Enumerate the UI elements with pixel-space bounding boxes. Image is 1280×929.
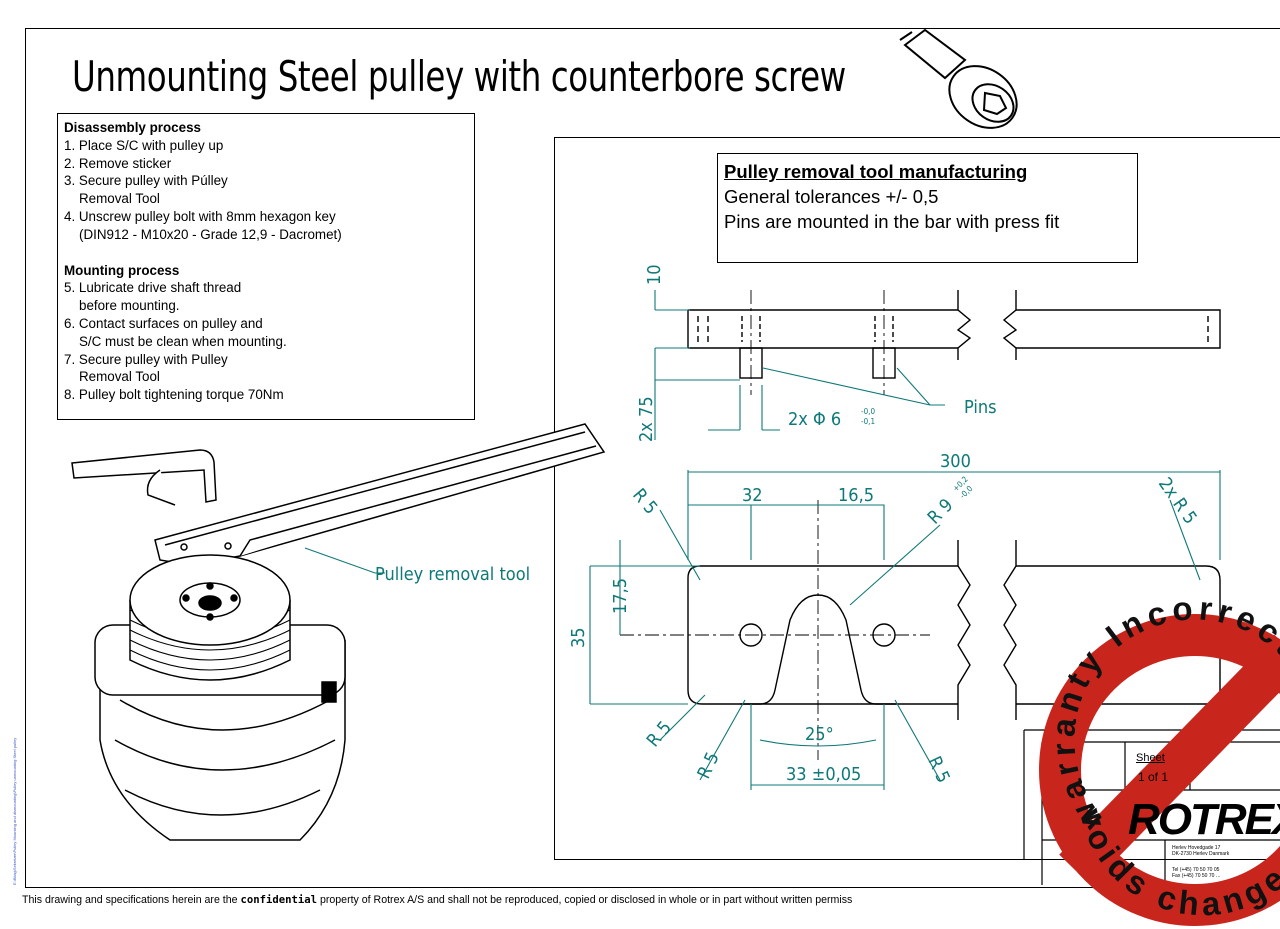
company-address: Herlev Hovedgade 17 DK-2730 Herlev Danma… bbox=[1172, 845, 1230, 857]
tool-drawing-panel bbox=[554, 137, 1280, 860]
dim-32: 32 bbox=[742, 485, 763, 506]
dim-r5-top-left: R 5 bbox=[628, 485, 661, 519]
mounting-step: 5. Lubricate drive shaft thread bbox=[64, 280, 242, 296]
mounting-step: 7. Secure pulley with Pulley bbox=[64, 351, 228, 367]
manufacturing-heading: Pulley removal tool manufacturing bbox=[724, 161, 1028, 182]
mounting-step: 8. Pulley bolt tightening torque 70Nm bbox=[64, 387, 284, 403]
dim-width-17-5: 17,5 bbox=[610, 578, 631, 614]
dim-width-35: 35 bbox=[568, 627, 589, 648]
drawing-frame bbox=[25, 28, 1280, 888]
mounting-step: before mounting. bbox=[79, 298, 180, 314]
dim-33: 33 ±0,05 bbox=[786, 764, 861, 785]
rotrex-logo: ROTREX bbox=[1128, 795, 1280, 844]
supercharger-illustration bbox=[94, 554, 346, 841]
removal-tool-illustration bbox=[154, 423, 606, 566]
dim-length-300: 300 bbox=[940, 451, 971, 472]
dim-pin-tol-lower: -0,1 bbox=[861, 417, 875, 426]
dim-r5-bottom-mid: R 5 bbox=[693, 749, 723, 782]
counterbore-screw-illustration bbox=[899, 28, 1018, 129]
disassembly-step: 1. Place S/C with pulley up bbox=[64, 137, 224, 153]
dim-pin-tol-upper: -0,0 bbox=[861, 407, 875, 416]
dim-height-75: 2x 75 bbox=[636, 396, 657, 442]
manufacturing-notes: Pulley removal tool manufacturing Genera… bbox=[717, 153, 1138, 263]
tolerance-note: General tolerances +/- 0,5 bbox=[724, 186, 939, 207]
dim-r9: R 9 bbox=[924, 495, 958, 529]
sheet-value: 1 of 1 bbox=[1138, 770, 1169, 784]
disassembly-step: 4. Unscrew pulley bolt with 8mm hexagon … bbox=[64, 208, 336, 224]
dim-r5-bottom-left: R 5 bbox=[643, 717, 676, 751]
disassembly-step: Removal Tool bbox=[79, 191, 160, 207]
process-instructions: Disassembly process 1. Place S/C with pu… bbox=[57, 113, 475, 420]
press-fit-note: Pins are mounted in the bar with press f… bbox=[724, 211, 1060, 232]
dimension-lines bbox=[304, 290, 1221, 790]
sheet-label: Sheet bbox=[1136, 752, 1165, 764]
mounting-heading: Mounting process bbox=[64, 262, 180, 278]
disassembly-step: (DIN912 - M10x20 - Grade 12,9 - Dacromet… bbox=[79, 226, 342, 242]
mounting-step: Removal Tool bbox=[79, 369, 160, 385]
dim-16-5: 16,5 bbox=[838, 485, 874, 506]
disassembly-step: 2. Remove sticker bbox=[64, 155, 172, 171]
dim-height-10: 10 bbox=[644, 264, 665, 285]
dim-pin-diameter: 2x Φ 6 bbox=[788, 409, 841, 430]
file-path-reference: E:\Bilag\Sekretær\Pulley Mounting and di… bbox=[12, 737, 17, 885]
pulley-removal-tool-label: Pulley removal tool bbox=[375, 564, 530, 585]
disassembly-step: 3. Secure pulley with Púlley bbox=[64, 173, 228, 189]
dim-angle: 25° bbox=[805, 724, 834, 745]
pins-label: Pins bbox=[964, 397, 997, 418]
hex-key-illustration bbox=[71, 449, 217, 506]
confidentiality-footer: This drawing and specifications herein a… bbox=[22, 894, 853, 906]
mounting-step: 6. Contact surfaces on pulley and bbox=[64, 315, 263, 331]
page-title: Unmounting Steel pulley with counterbore… bbox=[72, 52, 846, 101]
mounting-step: S/C must be clean when mounting. bbox=[79, 333, 287, 349]
bar-side-view bbox=[687, 290, 1221, 395]
disassembly-heading: Disassembly process bbox=[64, 120, 201, 135]
company-phone: Tel (+45) 70 50 70 05 Fax (+45) 70 50 70… bbox=[1172, 867, 1221, 879]
